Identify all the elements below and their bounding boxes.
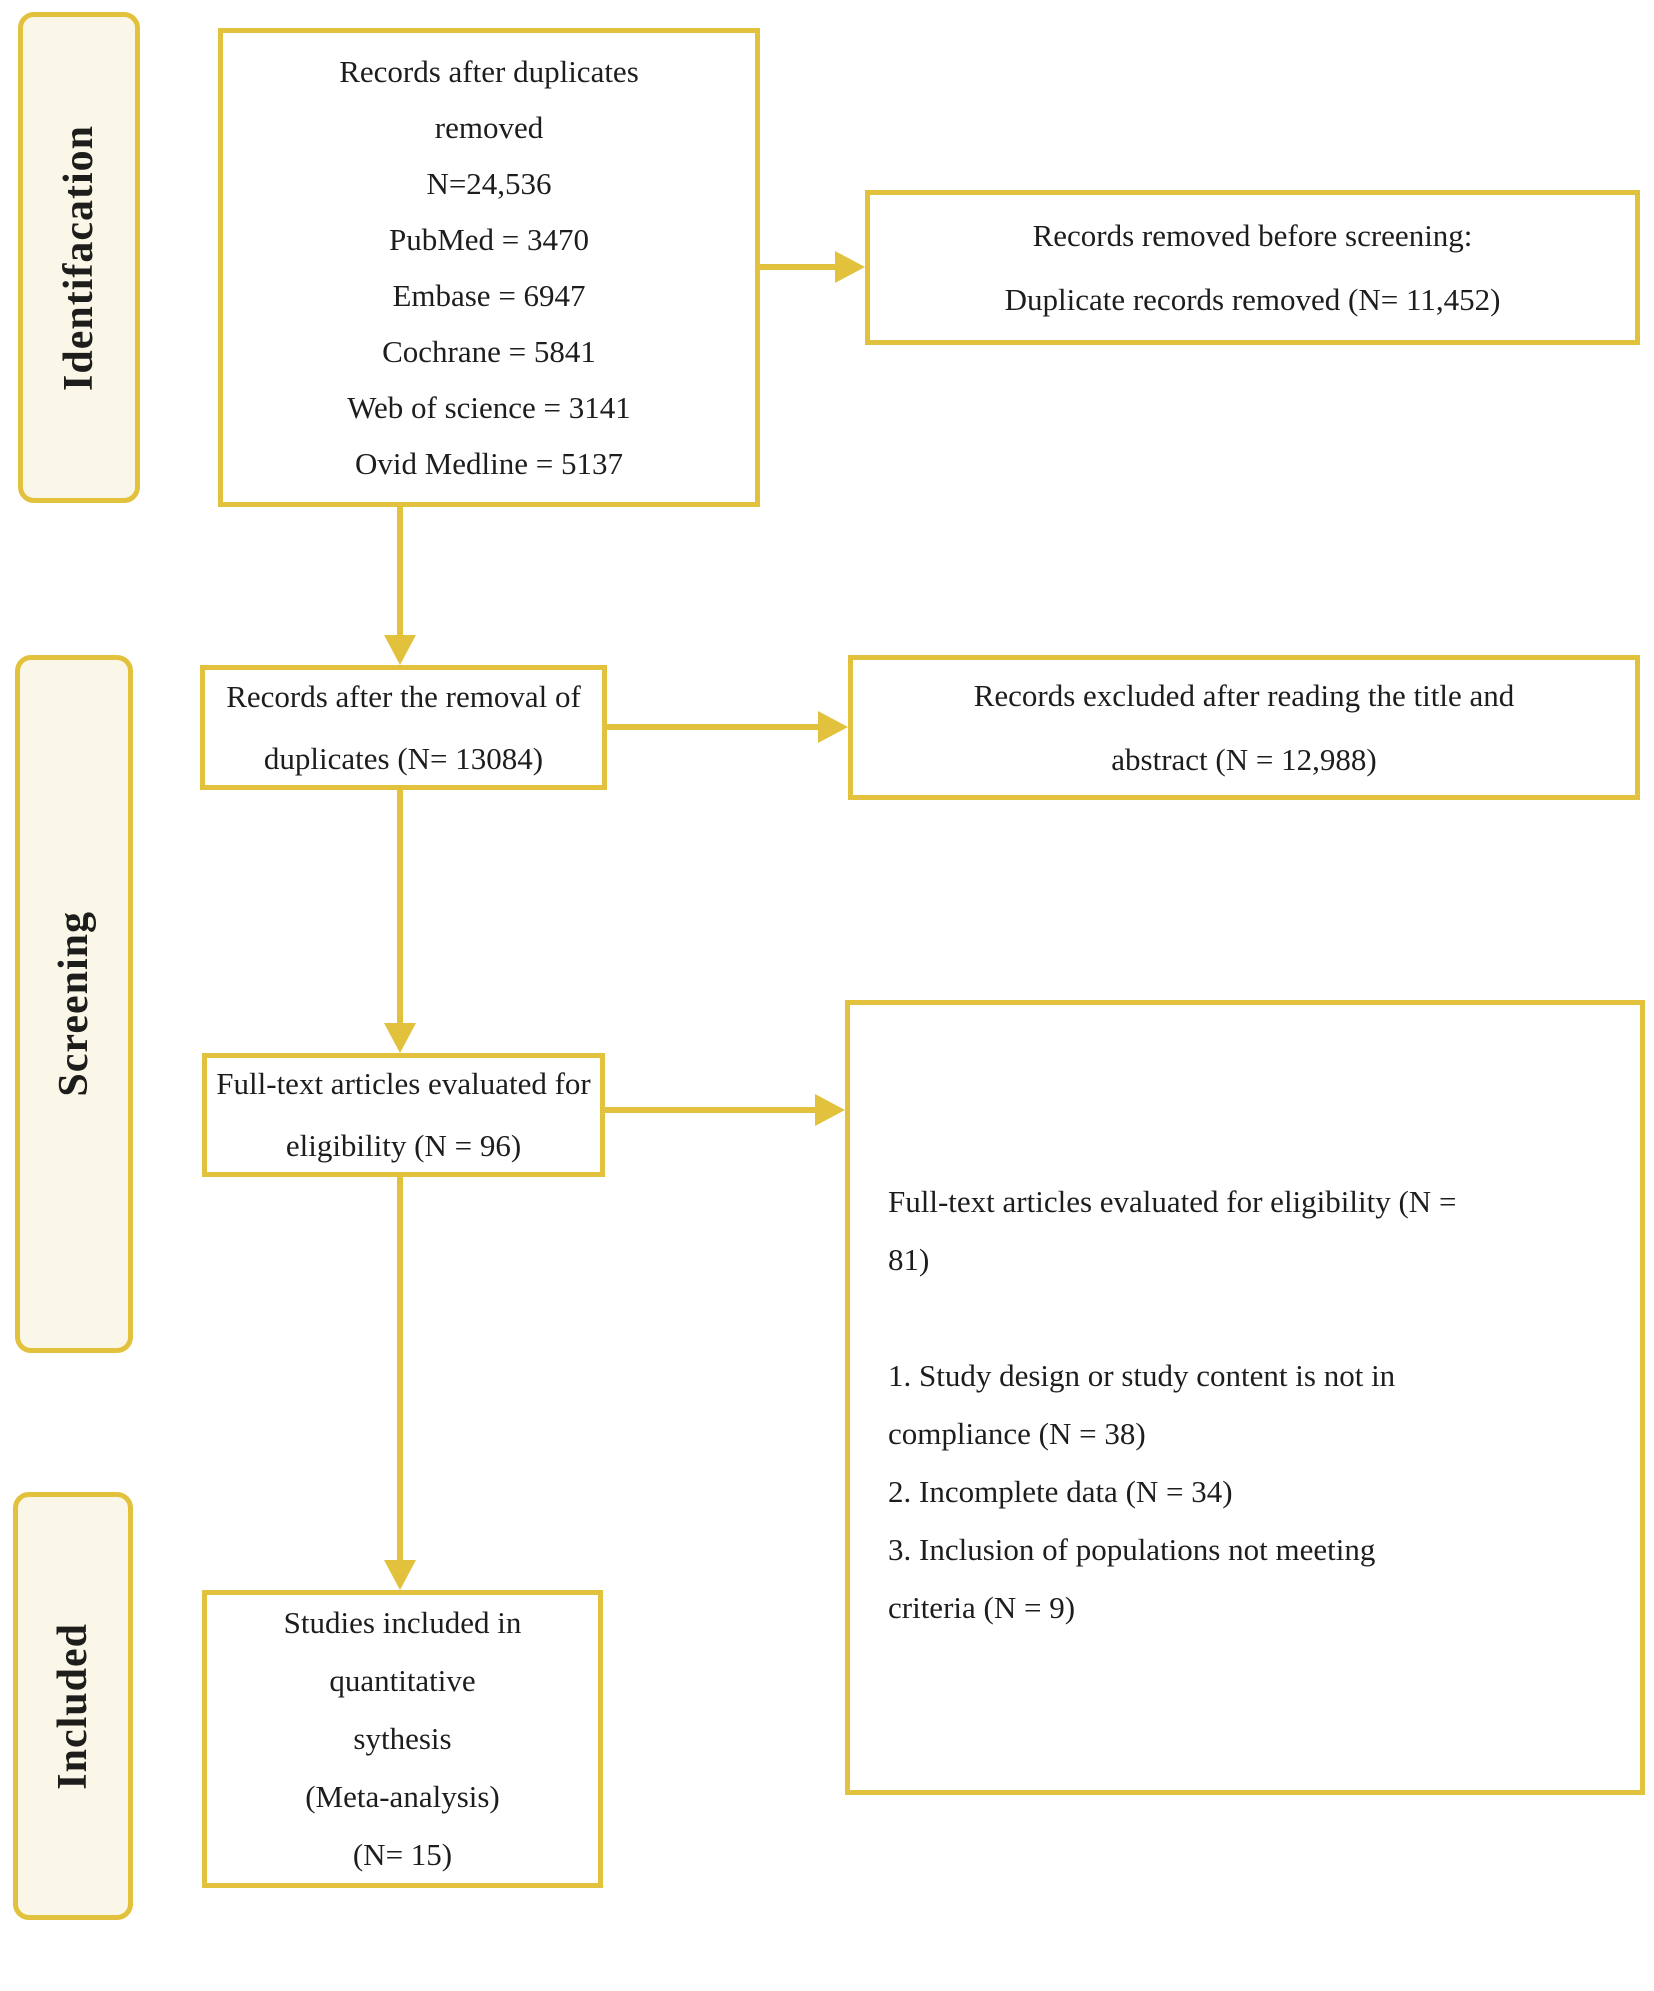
- box-fulltext-articles-evaluated: Full-text articles evaluated for eligibi…: [202, 1053, 605, 1177]
- box-line: 2. Incomplete data (N = 34): [888, 1474, 1233, 1509]
- box-line: criteria (N = 9): [888, 1590, 1076, 1625]
- box-line: Records removed before screening:: [1032, 217, 1473, 253]
- box-line: Ovid Medline = 5137: [354, 445, 624, 481]
- box-line: Full-text articles evaluated for eligibi…: [888, 1184, 1457, 1219]
- box-line: PubMed = 3470: [388, 221, 590, 257]
- box-studies-included-meta-analysis: Studies included in quantitative sythesi…: [202, 1590, 603, 1888]
- arrow-right-icon: [835, 251, 865, 283]
- box-records-after-removal-of-duplicates: Records after the removal of duplicates …: [200, 665, 607, 790]
- box-fulltext-exclusion-reasons: Full-text articles evaluated for eligibi…: [845, 1000, 1645, 1795]
- box-line: Records excluded after reading the title…: [973, 677, 1515, 713]
- stage-label-identification: Identifacation: [18, 12, 140, 503]
- box-line: Cochrane = 5841: [382, 333, 596, 369]
- box-line-spacer: [888, 1289, 1610, 1347]
- box-line: Full-text articles evaluated for: [216, 1066, 591, 1101]
- box-line: abstract (N = 12,988): [1111, 741, 1377, 777]
- connector-box3-to-right3-line: [605, 1107, 817, 1113]
- stage-label-identification-text: Identifacation: [56, 124, 102, 391]
- box-line: Studies included in: [283, 1605, 522, 1640]
- stage-label-screening: Screening: [15, 655, 133, 1353]
- box-line: removed: [434, 109, 544, 145]
- box-records-removed-before-screening: Records removed before screening: Duplic…: [865, 190, 1640, 345]
- connector-box1-to-box2-line: [397, 507, 403, 637]
- box-line: sythesis: [353, 1721, 452, 1756]
- box-line: Duplicate records removed (N= 11,452): [1004, 281, 1501, 317]
- box-line: compliance (N = 38): [888, 1416, 1146, 1451]
- box-line: Embase = 6947: [392, 277, 586, 313]
- box-line: quantitative: [329, 1663, 476, 1698]
- connector-box2-to-right2-line: [607, 724, 820, 730]
- box-line: 3. Inclusion of populations not meeting: [888, 1532, 1376, 1567]
- box-records-excluded-title-abstract: Records excluded after reading the title…: [848, 655, 1640, 800]
- box-line: Records after the removal of: [226, 678, 581, 714]
- stage-label-screening-text: Screening: [51, 911, 97, 1097]
- box-line: 1. Study design or study content is not …: [888, 1358, 1396, 1393]
- stage-label-included-text: Included: [50, 1622, 96, 1790]
- box-line: (Meta-analysis): [305, 1779, 500, 1814]
- arrow-down-icon: [384, 1023, 416, 1053]
- connector-box1-to-right1-line: [760, 264, 837, 270]
- box-line: (N= 15): [352, 1837, 453, 1872]
- box-records-after-duplicates-removed: Records after duplicates removed N=24,53…: [218, 28, 760, 507]
- box-line: 81): [888, 1242, 930, 1277]
- arrow-right-icon: [815, 1094, 845, 1126]
- arrow-down-icon: [384, 635, 416, 665]
- box-line: eligibility (N = 96): [285, 1128, 522, 1163]
- stage-label-included: Included: [13, 1492, 133, 1920]
- box-line: Records after duplicates: [339, 53, 639, 89]
- arrow-right-icon: [818, 711, 848, 743]
- connector-box2-to-box3-line: [397, 790, 403, 1025]
- box-line: duplicates (N= 13084): [263, 740, 544, 776]
- box-line: N=24,536: [426, 165, 552, 201]
- connector-box3-to-box4-line: [397, 1177, 403, 1562]
- box-line: Web of science = 3141: [347, 389, 631, 425]
- arrow-down-icon: [384, 1560, 416, 1590]
